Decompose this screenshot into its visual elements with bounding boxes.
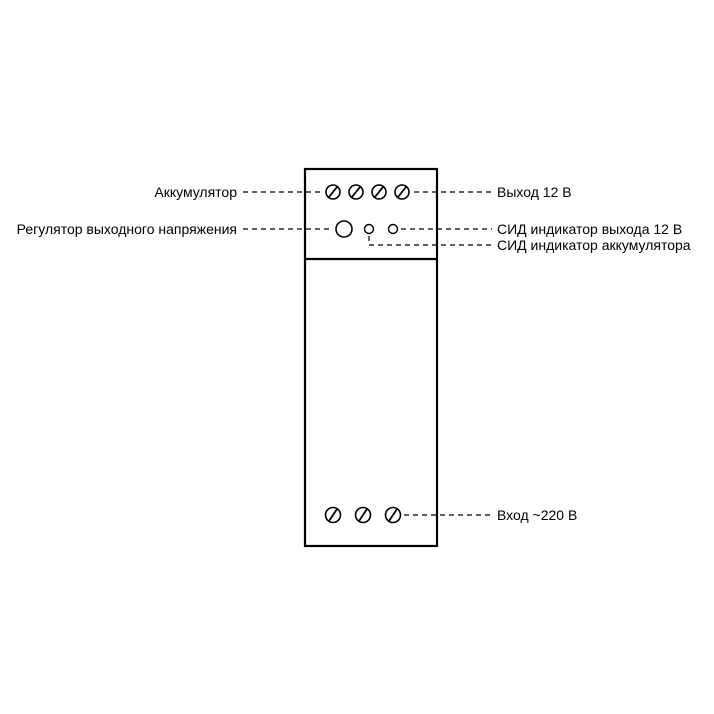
voltage-regulator-knob xyxy=(335,220,353,238)
output-terminal-block xyxy=(325,184,410,200)
input-screw-3 xyxy=(384,506,402,524)
screw-terminal-2 xyxy=(348,184,364,200)
label-input: Вход ~220 В xyxy=(497,507,577,523)
led-battery-indicator xyxy=(363,223,375,235)
input-terminal-block xyxy=(324,506,402,524)
input-screw-2 xyxy=(354,506,372,524)
screw-terminal-1 xyxy=(325,184,341,200)
screw-terminal-4 xyxy=(394,184,410,200)
label-led-battery: СИД индикатор аккумулятора xyxy=(497,237,691,253)
label-output: Выход 12 В xyxy=(497,184,572,200)
leader-led-battery xyxy=(368,236,492,246)
input-screw-1 xyxy=(324,506,342,524)
label-led-output: СИД индикатор выхода 12 В xyxy=(497,221,682,237)
device-body xyxy=(303,167,439,548)
led-output-indicator xyxy=(387,223,399,235)
label-regulator: Регулятор выходного напряжения xyxy=(17,221,237,237)
label-battery: Аккумулятор xyxy=(154,184,237,200)
screw-terminal-3 xyxy=(371,184,387,200)
